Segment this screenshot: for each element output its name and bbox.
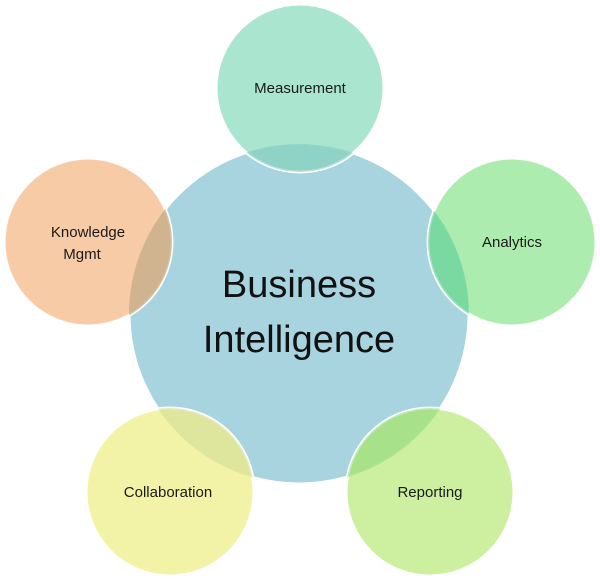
- center-title-line1: Business: [222, 264, 376, 306]
- collaboration-label: Collaboration: [124, 484, 212, 501]
- knowledge-mgmt-label-line2: Mgmt: [63, 246, 101, 263]
- collaboration-overlap: [129, 408, 254, 484]
- knowledge-mgmt-label-line1: Knowledge: [51, 224, 125, 241]
- reporting-label: Reporting: [397, 484, 462, 501]
- analytics-label: Analytics: [482, 234, 542, 251]
- measurement-label: Measurement: [254, 80, 347, 97]
- center-title-line2: Intelligence: [203, 319, 395, 361]
- reporting-overlap: [346, 408, 469, 484]
